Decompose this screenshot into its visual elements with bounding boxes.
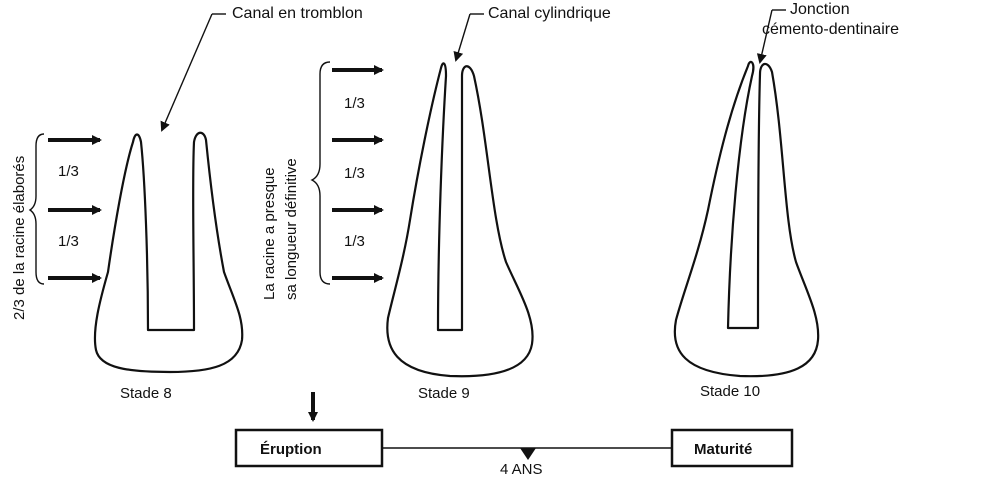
callout-canal-tromblon-leader <box>160 13 213 132</box>
callout-canal-tromblon: Canal en tromblon <box>160 5 363 132</box>
stage-8-label: Stade 8 <box>120 385 172 402</box>
timeline-duration-label: 4 ANS <box>500 461 543 478</box>
stage-8-brace <box>28 133 45 285</box>
stage-8-vertical-label: 2/3 de la racine élaborés <box>11 156 28 320</box>
stage-9-third-label: 1/3 <box>344 233 365 250</box>
stage-8-third-label: 1/3 <box>58 233 79 250</box>
stage-10-label: Stade 10 <box>700 383 760 400</box>
maturite-label: Maturité <box>694 441 752 458</box>
stage-9-third-label: 1/3 <box>344 165 365 182</box>
stage-9-vertical-label-line2: sa longueur définitive <box>283 158 300 300</box>
stage-8-group: 2/3 de la racine élaborés 1/3 1/3 Stade … <box>11 131 244 402</box>
timeline: Éruption 4 ANS Maturité <box>234 392 794 478</box>
eruption-box <box>234 428 384 468</box>
maturite-box <box>670 428 794 468</box>
stage-9-arrows <box>332 65 384 283</box>
stage-9-label: Stade 9 <box>418 385 470 402</box>
callout-jonction: Jonction cémento-dentinaire <box>756 1 899 64</box>
stage-8-arrows <box>48 135 102 283</box>
callout-jonction-line2: cémento-dentinaire <box>762 21 899 38</box>
callout-jonction-line1: Jonction <box>790 1 850 18</box>
callout-canal-cylindrique-leader <box>453 13 471 62</box>
timeline-midpoint-marker <box>520 448 536 460</box>
stage-9-tooth-outline <box>386 62 534 378</box>
callout-jonction-leader <box>756 9 773 64</box>
stage-10-tooth-outline <box>673 60 820 378</box>
stage-9-vertical-label-line1: La racine a presque <box>261 167 278 300</box>
callout-canal-cylindrique-label: Canal cylindrique <box>488 5 611 22</box>
callout-canal-cylindrique: Canal cylindrique <box>453 5 611 62</box>
stage-8-third-label: 1/3 <box>58 163 79 180</box>
callout-canal-tromblon-label: Canal en tromblon <box>232 5 363 22</box>
stage-9-brace <box>310 61 331 285</box>
stage-9-third-label: 1/3 <box>344 95 365 112</box>
stage-8-tooth-outline <box>93 131 244 374</box>
stage-9-group: La racine a presque sa longueur définiti… <box>261 61 534 402</box>
eruption-label: Éruption <box>260 441 322 458</box>
stage-10-group: Stade 10 <box>673 60 820 400</box>
